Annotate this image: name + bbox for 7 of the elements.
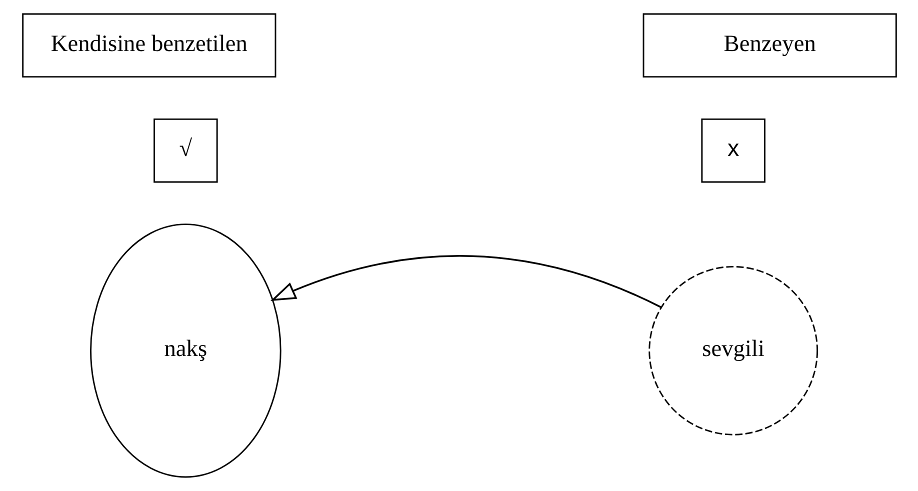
node-ellipse: nakş — [90, 224, 281, 478]
node-box: √ — [153, 118, 218, 183]
node-box: x — [700, 118, 765, 183]
node-box: Benzeyen — [642, 13, 896, 78]
node-circle: sevgili — [648, 266, 818, 436]
node-box: Kendisine benzetilen — [22, 13, 276, 78]
arrow — [270, 255, 661, 308]
